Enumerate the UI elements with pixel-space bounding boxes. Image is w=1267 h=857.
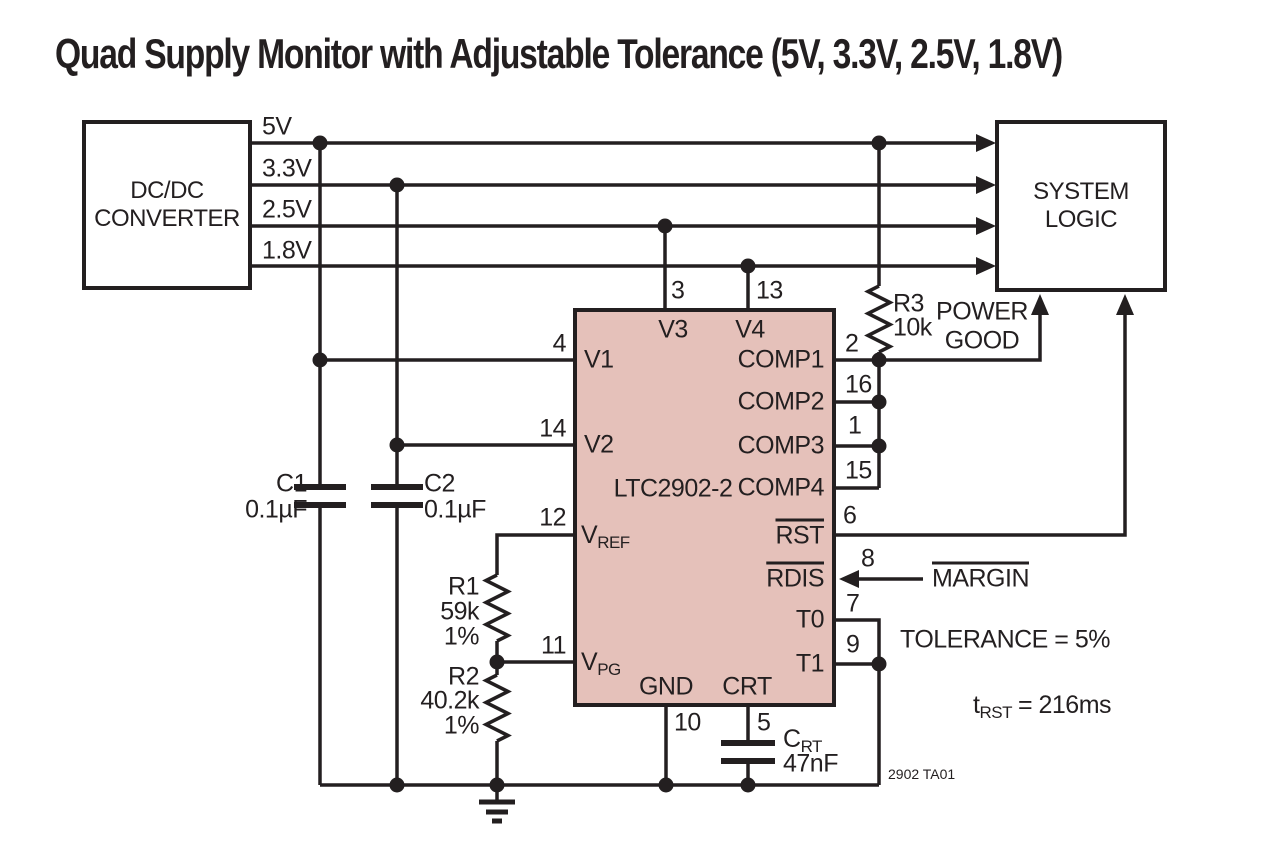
pin-label-comp2: COMP2 xyxy=(737,387,825,416)
trst-annotation: tRST = 216ms xyxy=(973,691,1112,722)
pin-number-13: 13 xyxy=(756,276,783,305)
wire-group xyxy=(252,141,1127,787)
pin-label-crt: CRT xyxy=(722,672,772,701)
resistor-r2 xyxy=(482,673,512,743)
c2-ref: C2 xyxy=(424,469,455,498)
pin-label-comp3: COMP3 xyxy=(737,431,825,460)
wire-t0 xyxy=(836,618,881,785)
trst-sub: RST xyxy=(979,703,1012,722)
pin-number-11: 11 xyxy=(541,631,566,660)
pin-label-rst: RST xyxy=(775,521,825,550)
c1-ref: C1 xyxy=(276,469,307,498)
r3-value: 10k xyxy=(893,313,932,342)
arrowheads xyxy=(839,134,1134,588)
pin-number-10: 10 xyxy=(674,708,701,737)
arrow-rst xyxy=(1116,294,1134,315)
arrow-margin xyxy=(839,570,859,588)
pin-label-comp1: COMP1 xyxy=(737,345,825,374)
pin-label-v3: V3 xyxy=(658,315,688,344)
system-logic-label-line1: SYSTEM xyxy=(1033,178,1129,205)
crt-cap-main: C xyxy=(783,725,801,753)
trst-rest: = 216ms xyxy=(1017,691,1112,719)
pin-number-9: 9 xyxy=(846,630,860,659)
crt-cap-sub: RT xyxy=(800,737,823,756)
r2-value: 40.2k xyxy=(420,686,479,715)
rail-label-5v: 5V xyxy=(262,112,292,141)
capacitor-c2 xyxy=(371,484,423,508)
dcdc-label-line2: CONVERTER xyxy=(94,205,240,232)
dcdc-label-line1: DC/DC xyxy=(130,177,204,204)
arrow-1v8 xyxy=(976,257,996,275)
pin-label-v4: V4 xyxy=(735,315,765,344)
pin-number-16: 16 xyxy=(845,370,872,399)
pin-number-3: 3 xyxy=(671,276,685,305)
pin-label-v1: V1 xyxy=(584,345,614,374)
r1-value: 59k xyxy=(440,597,479,626)
power-good-label-line1: POWER xyxy=(936,297,1028,326)
c1-value: 0.1µF xyxy=(245,495,307,524)
arrow-2v5 xyxy=(976,217,996,235)
pin-number-7: 7 xyxy=(846,589,860,618)
resistor-r1 xyxy=(482,573,512,643)
tolerance-annotation: TOLERANCE = 5% xyxy=(900,625,1110,654)
pin-label-t1: T1 xyxy=(795,649,825,678)
rail-label-3v3: 3.3V xyxy=(262,154,312,183)
wire-vref-pin xyxy=(495,533,575,575)
wire-power-good xyxy=(879,315,1042,362)
doc-id: 2902 TA01 xyxy=(888,766,956,782)
c2-value: 0.1µF xyxy=(424,495,486,524)
r2-tolerance: 1% xyxy=(443,711,480,740)
power-good-label-line2: GOOD xyxy=(944,326,1020,355)
pin-number-1: 1 xyxy=(848,411,862,440)
arrow-3v3 xyxy=(976,176,996,194)
r3-ref: R3 xyxy=(893,289,924,318)
vpg-sub: PG xyxy=(597,660,621,679)
pin-number-15: 15 xyxy=(845,456,872,485)
pin-label-v2: V2 xyxy=(584,430,614,459)
pin-number-2: 2 xyxy=(845,329,859,358)
arrow-power-good xyxy=(1031,294,1049,315)
pin-number-4: 4 xyxy=(552,329,567,358)
rail-label-1v8: 1.8V xyxy=(262,236,312,265)
system-logic-block: SYSTEM LOGIC xyxy=(995,120,1167,292)
capacitor-c1 xyxy=(294,484,346,508)
pin-label-vref: VREF xyxy=(581,521,630,552)
pin-number-12: 12 xyxy=(539,503,566,532)
junction-dots xyxy=(312,135,887,793)
r2-ref: R2 xyxy=(448,662,479,691)
r1-tolerance: 1% xyxy=(443,622,480,651)
crt-cap-ref: CRT xyxy=(783,725,823,756)
vpg-main: V xyxy=(581,648,598,676)
ic-ltc2902-block xyxy=(573,308,836,707)
vref-sub: REF xyxy=(597,533,630,552)
pin-label-t0: T0 xyxy=(795,605,825,634)
pin-number-8: 8 xyxy=(861,544,875,573)
pin-number-6: 6 xyxy=(843,501,857,530)
trst-main: t xyxy=(973,691,980,719)
pin-label-rdis: RDIS xyxy=(766,564,824,593)
pin-number-5: 5 xyxy=(757,708,771,737)
resistor-r3 xyxy=(864,284,894,354)
arrow-5v xyxy=(976,134,996,152)
pin-label-vpg: VPG xyxy=(581,648,621,679)
rail-label-2v5: 2.5V xyxy=(262,195,312,224)
pin-label-gnd: GND xyxy=(638,672,694,701)
ic-part-number: LTC2902-2 xyxy=(613,474,733,503)
dcdc-converter-block: DC/DC CONVERTER xyxy=(82,120,252,290)
pin-number-14: 14 xyxy=(539,414,566,443)
r1-ref: R1 xyxy=(448,572,479,601)
crt-cap-value: 47nF xyxy=(783,749,838,778)
page-title: Quad Supply Monitor with Adjustable Tole… xyxy=(55,30,1063,77)
system-logic-label-line2: LOGIC xyxy=(1044,206,1118,233)
capacitors xyxy=(294,484,775,764)
vref-main: V xyxy=(581,521,598,549)
margin-label: MARGIN xyxy=(932,564,1030,593)
capacitor-crt xyxy=(721,740,775,764)
pin-label-comp4: COMP4 xyxy=(737,473,825,502)
wire-rst xyxy=(836,315,1127,537)
